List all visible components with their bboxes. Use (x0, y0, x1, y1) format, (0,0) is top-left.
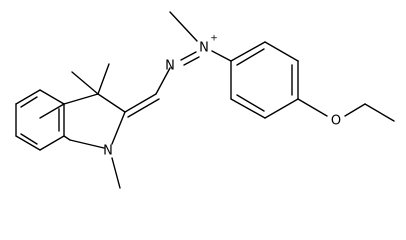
aryl-benzene-ring (230, 41, 299, 119)
ethoxy-group (297, 98, 395, 122)
indoline-five-ring (63, 93, 126, 149)
indoline-n-methyl (111, 157, 121, 189)
positive-charge-label: + (210, 34, 218, 44)
indoline-benzene-ring (15, 89, 65, 151)
azo-double-bond (180, 51, 200, 66)
imine-nitrogen-label: N (165, 59, 175, 74)
exocyclic-double-bond (124, 93, 160, 118)
ether-oxygen-label: O (331, 114, 341, 129)
cationic-nitrogen-label: N (199, 41, 209, 56)
cationic-n-aryl-bond (211, 50, 232, 62)
cationic-n-methyl (169, 11, 198, 42)
molecule-diagram: N N + N O (15, 11, 395, 189)
methine-to-imine-bond (155, 67, 171, 95)
indoline-nitrogen-label: N (103, 144, 113, 159)
gem-dimethyl-groups (71, 63, 110, 95)
